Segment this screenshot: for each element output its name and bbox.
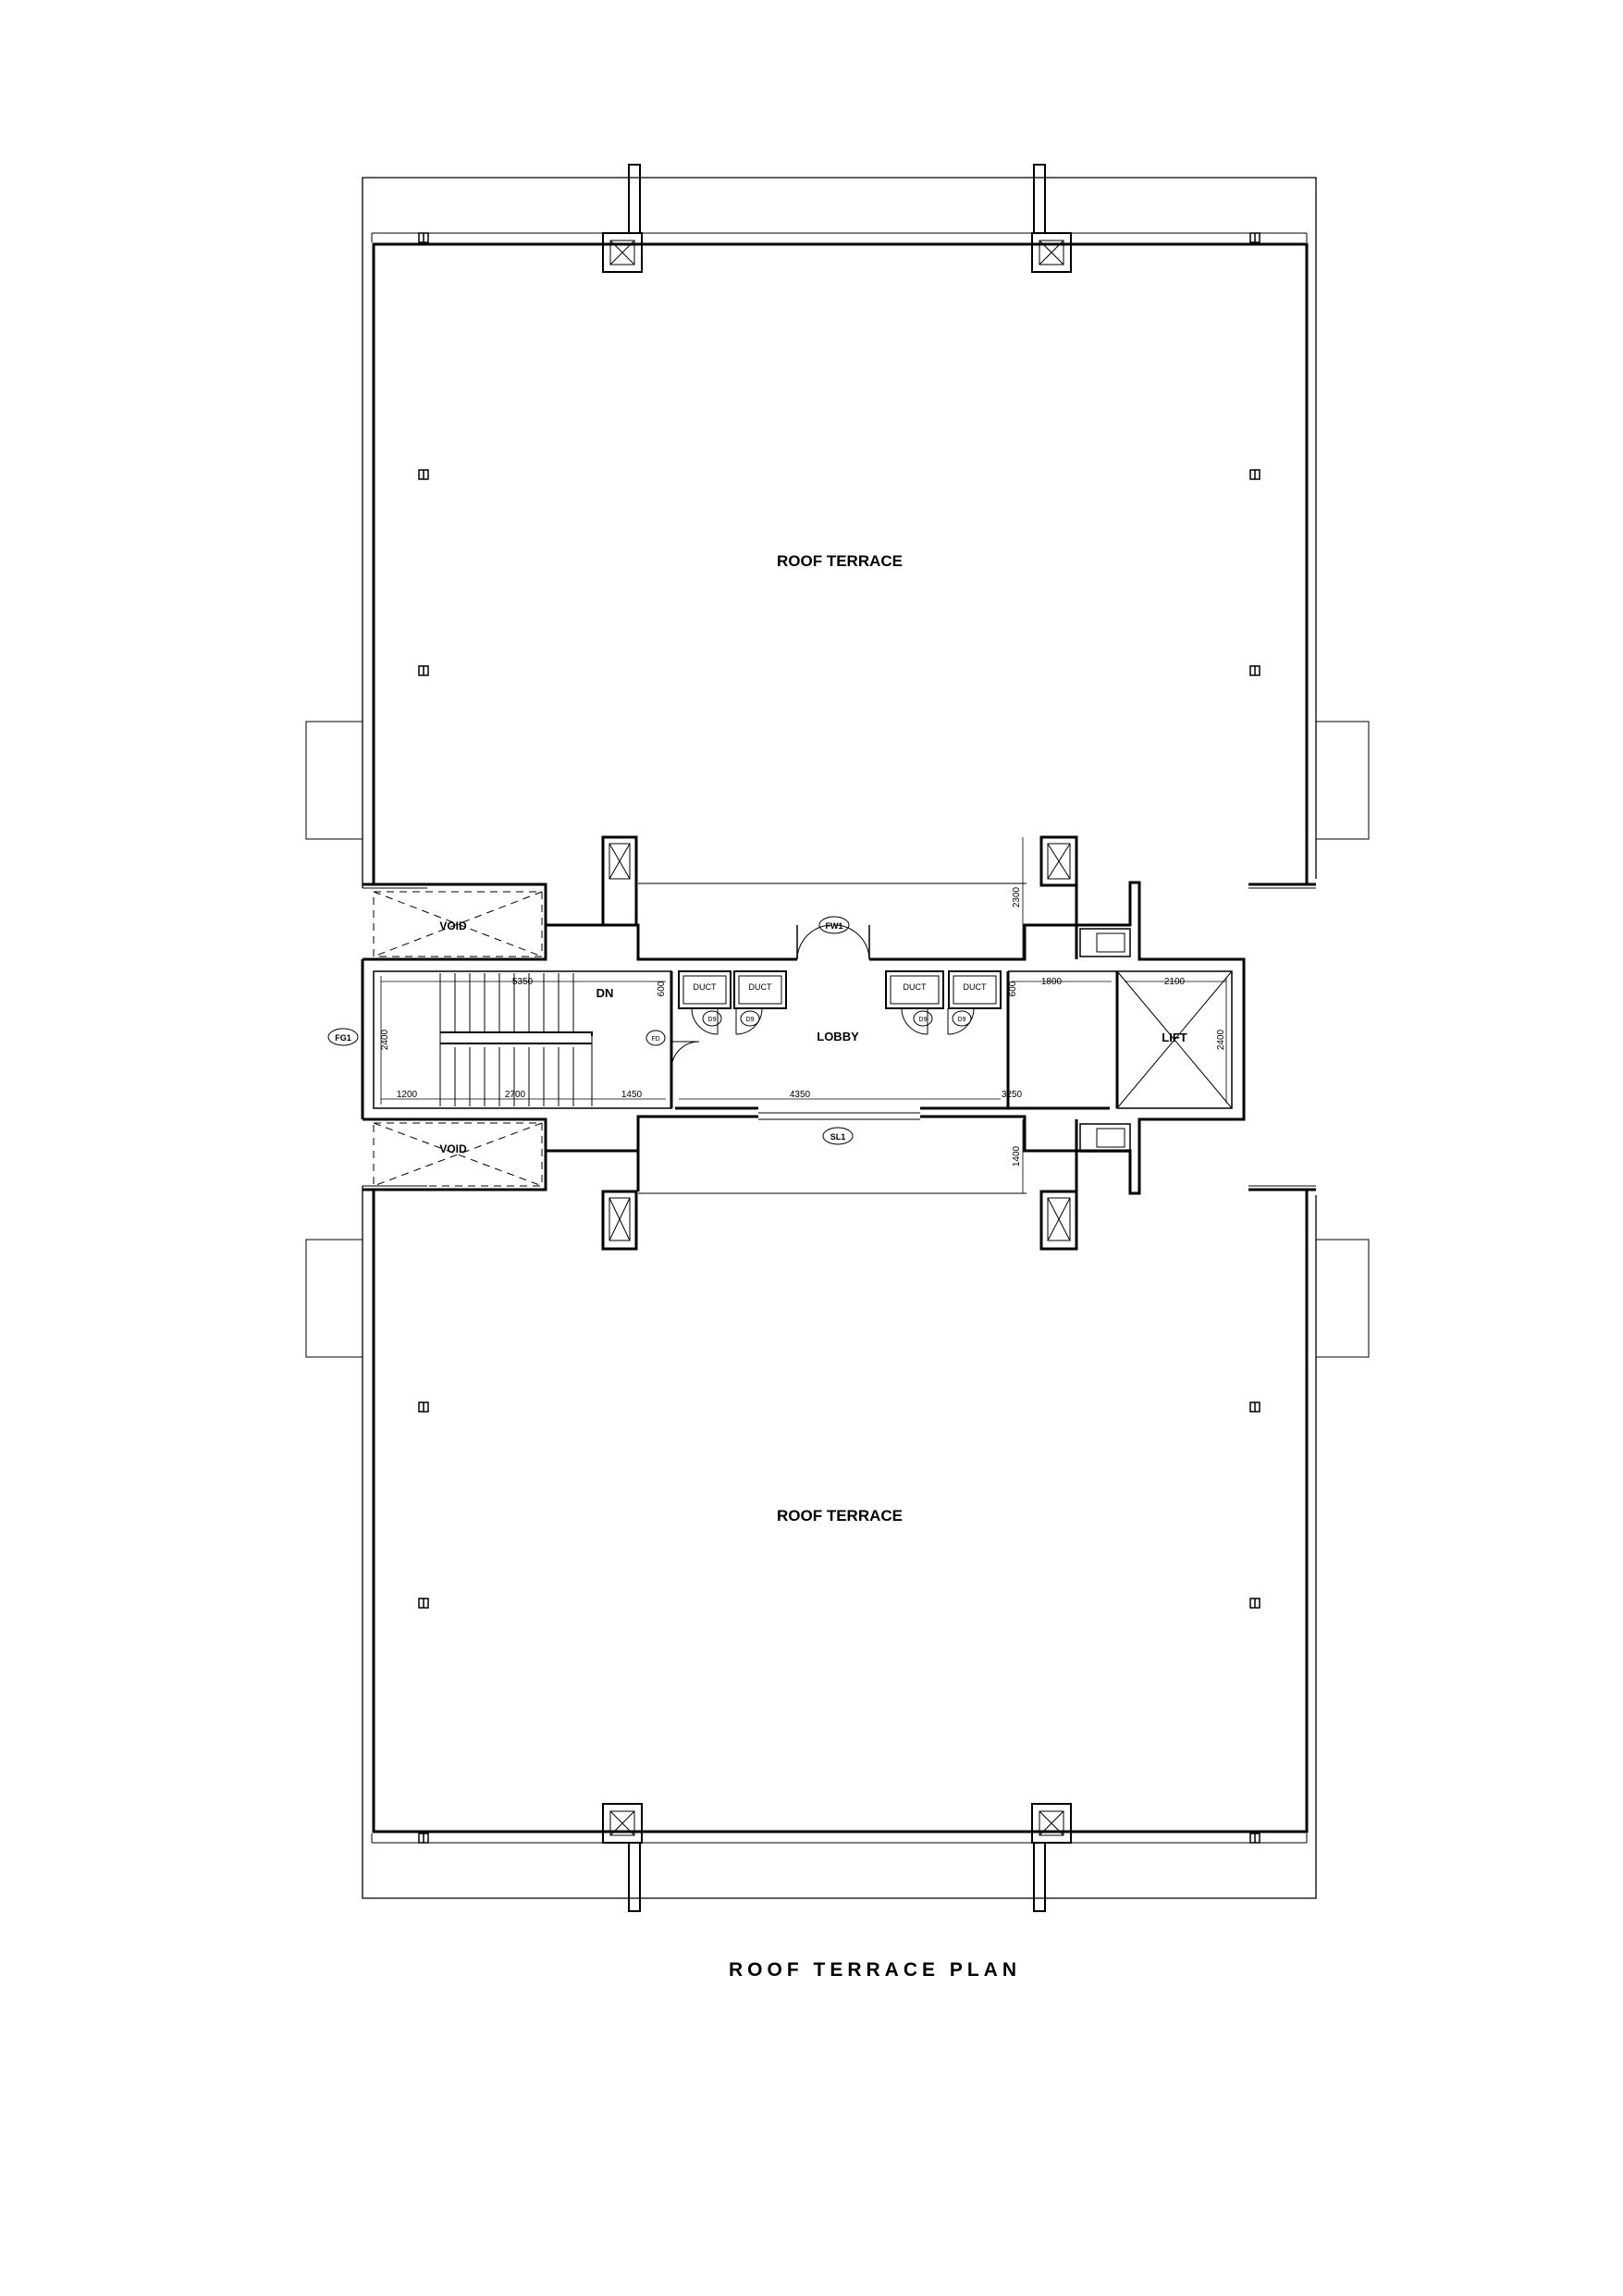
fw1-tag [818,916,850,934]
dim-3250: 3250 [1002,1090,1023,1100]
duct-4 [948,970,1002,1009]
duct-1 [678,970,732,1009]
dim-2100: 2100 [1164,977,1186,987]
north-parapet-line [362,177,1317,888]
south-terrace-wall [372,1190,1309,1833]
core-north-wall [363,923,797,961]
dim-stair-length: 5350 [512,977,534,987]
north-top-columns [602,164,1072,273]
void-north-wall [427,883,547,959]
sink-north [1079,928,1131,957]
tag-d9-4: D9 [958,1017,966,1023]
dim-1400: 1400 [1012,1145,1022,1167]
dim-1800: 1800 [1041,977,1063,987]
void-north [373,891,543,957]
label-duct-1: DUCT [694,982,717,992]
fg1-tag [327,1028,359,1046]
label-lobby: LOBBY [817,1030,859,1043]
dimension-lines [380,837,1227,1193]
south-parapet-line [362,1186,1317,1899]
north-terrace-wall [372,242,1309,884]
duct-2 [733,970,787,1009]
void-south [373,1122,543,1187]
north-wing [305,164,1370,889]
south-east-bay [1315,1239,1370,1358]
dim-2300: 2300 [1012,886,1022,907]
void-south-wall [427,1119,547,1191]
label-void-north: VOID [439,920,467,932]
core [361,835,1246,1251]
tag-d9-3: D9 [919,1017,928,1023]
dim-1450: 1450 [621,1090,643,1100]
label-duct-4: DUCT [964,982,987,992]
south-west-bay [305,1239,363,1358]
dim-lift-depth: 2400 [1216,1029,1226,1050]
drawing-title: ROOF TERRACE PLAN [729,1959,1021,1981]
duct-3 [885,970,944,1009]
sink-south [1079,1123,1131,1153]
tag-fd: FD [651,1036,659,1043]
stair-enclosure [373,970,672,1109]
label-lift: LIFT [1162,1031,1187,1044]
south-wing [305,1185,1370,1912]
dim-duct-depth-right: 600 [1008,981,1018,996]
south-bottom-columns [602,1803,1072,1912]
core-south-wall [363,1115,758,1153]
dim-duct-depth-left: 600 [657,981,667,996]
north-west-bay [305,721,363,840]
label-roof-terrace-south: ROOF TERRACE [777,1507,903,1524]
north-east-bay [1315,721,1370,840]
dim-2700: 2700 [505,1090,526,1100]
label-duct-3: DUCT [904,982,927,992]
label-void-south: VOID [439,1142,467,1155]
tag-fg1: FG1 [335,1033,351,1043]
tag-d9-1: D9 [708,1017,717,1023]
tag-d9-2: D9 [746,1017,755,1023]
stair-treads [439,973,593,1106]
north-small-columns [418,232,1260,676]
label-roof-terrace-north: ROOF TERRACE [777,552,903,570]
label-duct-2: DUCT [749,982,772,992]
sl1-tag [822,1127,854,1145]
dim-1200: 1200 [397,1090,418,1100]
label-stair-dn: DN [596,986,614,1000]
south-small-columns [418,1401,1260,1844]
dim-stair-width: 2400 [380,1029,390,1050]
tag-fw1: FW1 [826,921,843,931]
tag-sl1: SL1 [830,1132,846,1142]
dim-4350: 4350 [790,1090,811,1100]
